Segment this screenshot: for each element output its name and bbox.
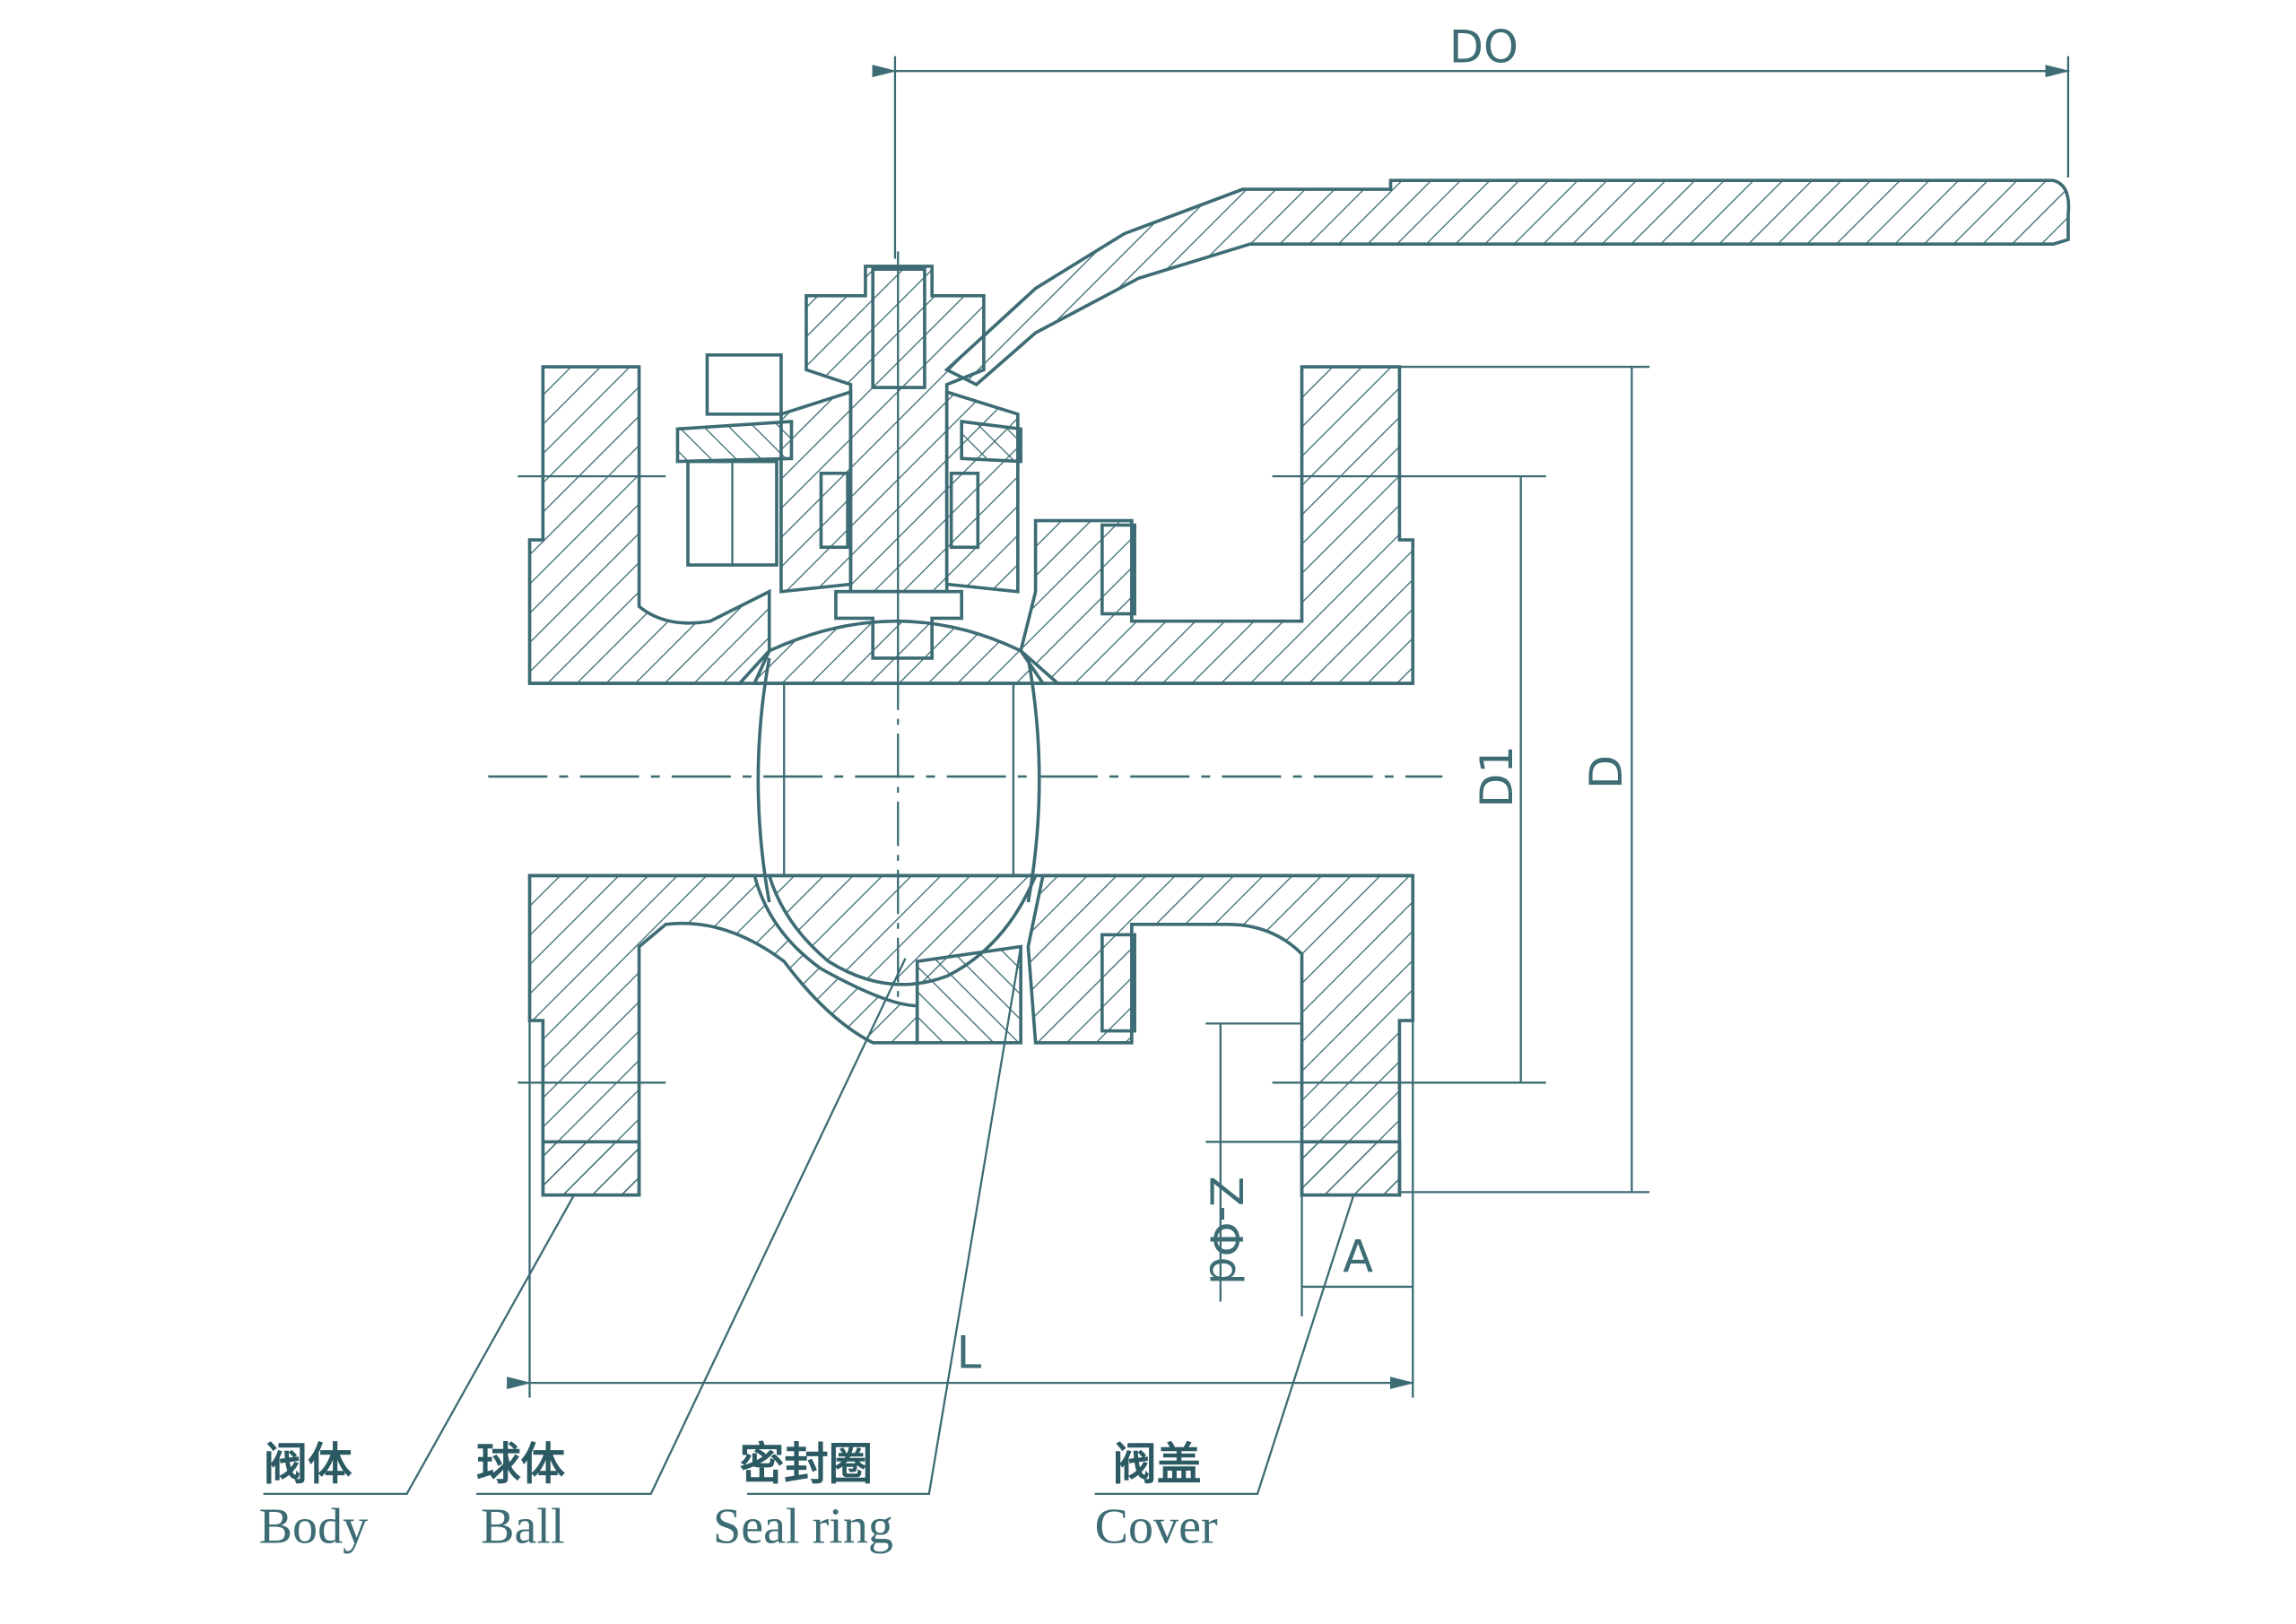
label-body-cn: 阀体 bbox=[264, 1437, 352, 1489]
dimension-do: DO bbox=[872, 21, 2071, 259]
label-d1: D1 bbox=[1471, 745, 1523, 808]
label-body-en: Body bbox=[259, 1498, 369, 1554]
label-seal-cn: 密封圈 bbox=[740, 1437, 873, 1489]
dimension-l: L bbox=[507, 1020, 1415, 1398]
part-label-body: 阀体 Body bbox=[259, 1437, 369, 1554]
part-label-ball: 球体 Ball bbox=[476, 1437, 565, 1554]
dimension-d: D bbox=[1399, 365, 1650, 1194]
dimension-z-phi-d: Z-Φd bbox=[1199, 1022, 1302, 1302]
label-z-phi-d: Z-Φd bbox=[1199, 1177, 1251, 1285]
ball bbox=[488, 657, 1443, 1006]
label-d: D bbox=[1580, 755, 1632, 789]
label-l: L bbox=[957, 1327, 982, 1379]
flange-centerlines bbox=[517, 474, 1546, 1197]
handle bbox=[944, 178, 2071, 387]
part-label-cover: 阀盖 Cover bbox=[1095, 1437, 1218, 1554]
label-seal-en: Seal ring bbox=[713, 1498, 893, 1554]
dimension-a: A bbox=[1300, 1020, 1414, 1398]
label-do: DO bbox=[1449, 21, 1518, 73]
stem-assembly bbox=[675, 251, 1022, 666]
label-ball-en: Ball bbox=[481, 1498, 564, 1554]
dimension-d1: D1 bbox=[1471, 476, 1523, 1083]
label-cover-en: Cover bbox=[1095, 1498, 1218, 1554]
part-label-seal-ring: 密封圈 Seal ring bbox=[713, 1437, 893, 1554]
leader-lines bbox=[263, 946, 1355, 1496]
label-cover-cn: 阀盖 bbox=[1112, 1437, 1201, 1489]
label-a: A bbox=[1343, 1230, 1373, 1282]
valve-body bbox=[527, 365, 1415, 1197]
label-ball-cn: 球体 bbox=[476, 1437, 565, 1489]
